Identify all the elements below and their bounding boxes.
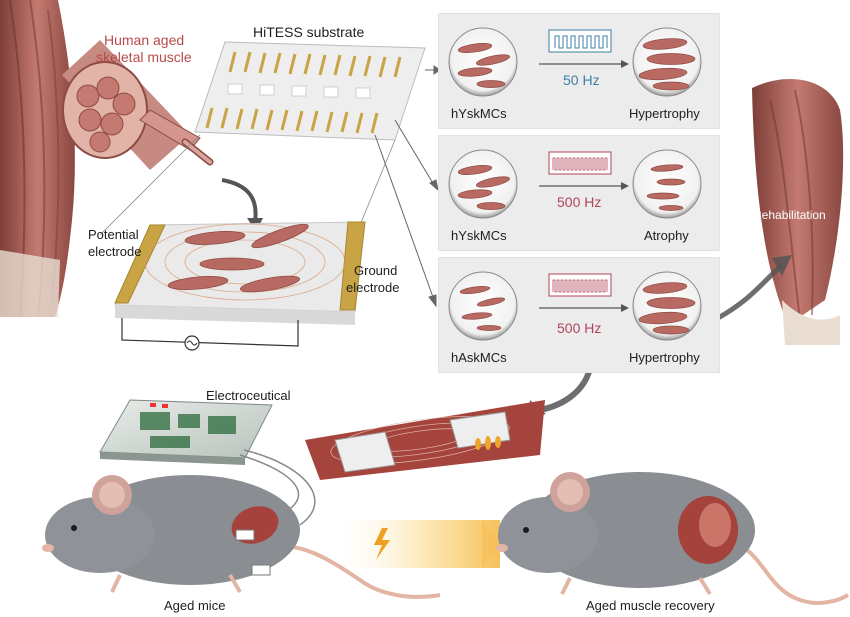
electroceutical-label: Electroceutical xyxy=(206,388,291,403)
potential-electrode-label-line1: Potential xyxy=(88,227,139,242)
potential-electrode-label-line2: electrode xyxy=(88,244,142,259)
muscle-fiber-bundle xyxy=(62,40,214,170)
human-muscle-label-line2: skeletal muscle xyxy=(96,49,192,65)
human-muscle-label-line1: Human aged xyxy=(104,32,185,48)
panel-1-frequency: 50 Hz xyxy=(563,72,600,88)
panel-2-from-cell: hYskMCs xyxy=(451,228,507,243)
electroceutical-device xyxy=(99,399,316,526)
aged-mice-label: Aged mice xyxy=(164,598,226,613)
panel-2-graphics xyxy=(448,149,702,219)
panel-1-graphics xyxy=(448,27,702,97)
lightning-icon xyxy=(374,528,390,560)
aged-recovery-label: Aged muscle recovery xyxy=(586,598,715,613)
panel-3-frequency: 500 Hz xyxy=(557,320,602,336)
rehab-arrow xyxy=(716,263,784,321)
panel-arrows xyxy=(374,65,441,308)
stimulation-glow xyxy=(330,520,500,568)
electrode-platform xyxy=(114,221,366,351)
rehabilitation-label: Rehabilitation xyxy=(753,208,826,222)
panel-1-from-cell: hYskMCs xyxy=(451,106,507,121)
ground-electrode-label-line2: electrode xyxy=(346,280,400,295)
stimulation-panel-2: 500 Hz hYskMCs Atrophy xyxy=(438,135,720,251)
recovered-mouse-illustration xyxy=(496,472,850,605)
ground-electrode-label-line1: Ground xyxy=(354,263,398,278)
panel-3-graphics xyxy=(448,271,702,341)
stimulation-panel-1: 50 Hz hYskMCs Hypertrophy xyxy=(438,13,720,129)
panel-1-to-cell: Hypertrophy xyxy=(629,106,700,121)
stimulation-panel-3: 500 Hz hAskMCs Hypertrophy xyxy=(438,257,720,373)
zoom-arrow xyxy=(221,178,258,223)
hitess-substrate-illustration xyxy=(194,41,426,141)
human-muscle-right-illustration xyxy=(752,79,844,345)
panel-3-to-cell: Hypertrophy xyxy=(629,350,700,365)
zoom-lines xyxy=(99,134,396,236)
panel-3-from-cell: hAskMCs xyxy=(451,350,507,365)
implant-patch xyxy=(305,400,545,480)
aged-mouse-illustration xyxy=(42,475,441,599)
substrate-label: HiTESS substrate xyxy=(253,24,365,40)
panel-2-frequency: 500 Hz xyxy=(557,194,602,210)
implant-arrow xyxy=(539,367,593,413)
human-muscle-left-illustration xyxy=(0,0,75,318)
panel-2-to-cell: Atrophy xyxy=(644,228,689,243)
